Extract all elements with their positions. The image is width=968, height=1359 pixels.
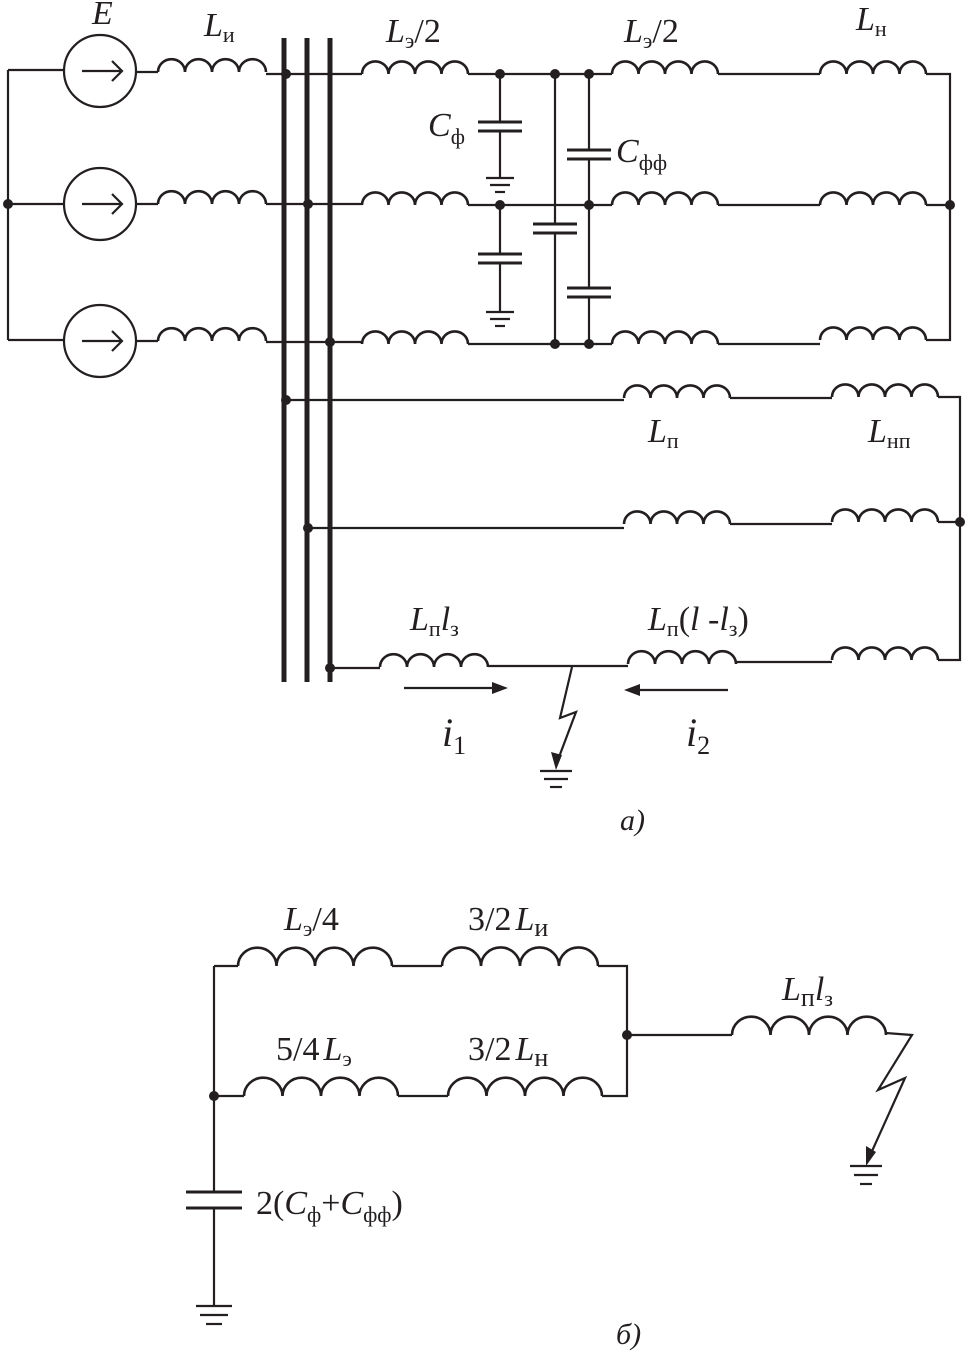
current-arrows [404, 682, 728, 696]
label-Lplz: Lпlз [409, 601, 459, 641]
coil-Le2-left-b [360, 191, 470, 206]
label-Cf: Cф [428, 107, 465, 149]
generator-c [62, 303, 138, 379]
generators [62, 33, 138, 379]
coil-Ln-c [818, 326, 928, 341]
coil-Ln-a [818, 60, 928, 75]
coil-32Li [440, 946, 600, 967]
label-i1: i1 [442, 710, 466, 760]
coil-Li-a [156, 57, 268, 73]
label-E: E [91, 0, 113, 32]
coil-54Le [242, 1076, 400, 1097]
generator-b [62, 166, 138, 242]
capacitors-a [478, 120, 611, 299]
coil-Lp-rest [626, 649, 738, 665]
capacitor-b [186, 1190, 242, 1210]
label-Le2-left: Lэ/2 [385, 13, 441, 53]
coil-Le2-left-c [360, 330, 470, 345]
label-Lp-rest: Lп(l -lз) [647, 601, 749, 641]
ground-symbols-a [486, 176, 514, 328]
coil-Le2-right-a [610, 60, 720, 75]
coil-Lp-1 [622, 384, 732, 399]
coil-Lnp-1 [830, 383, 940, 398]
coil-Li-b [156, 189, 268, 205]
coil-Le2-left-a [360, 60, 470, 75]
coil-Le2-right-c [610, 330, 720, 345]
label-Lplz-b: Lпlз [781, 971, 833, 1012]
coil-Lp-2 [622, 510, 732, 525]
label-Li: Lи [203, 7, 235, 47]
coil-Lplz [378, 652, 490, 668]
label-C-equiv: 2(Cф+Cфф) [256, 1185, 403, 1227]
junction-dots-b [209, 1030, 632, 1101]
label-Le4: Lэ/4 [283, 901, 339, 941]
coil-Lnp-2 [830, 508, 940, 523]
diagram-b-wires [196, 964, 914, 1326]
coil-Le4 [236, 946, 394, 967]
label-i2: i2 [686, 710, 710, 760]
coil-Lplz-b [730, 1015, 888, 1036]
label-Le2-right: Lэ/2 [623, 13, 679, 53]
busbars [281, 38, 333, 682]
coil-32Ln [446, 1076, 604, 1097]
coil-Ln-b [818, 191, 928, 206]
label-Lnp: Lнп [867, 413, 911, 453]
diagram-a-wires [6, 68, 962, 789]
junction-dots-a [3, 69, 965, 673]
coil-Le2-right-b [610, 191, 720, 206]
inductor-coils [156, 57, 940, 1097]
coil-Li-c [156, 326, 268, 342]
label-Lp: Lп [647, 413, 679, 453]
caption-a: а) [620, 804, 645, 837]
coil-Lnp-3 [830, 646, 940, 661]
generator-a [62, 33, 138, 109]
label-Cff: Cфф [616, 133, 667, 175]
label-Ln: Lн [855, 1, 887, 41]
caption-b: б) [616, 1318, 641, 1351]
